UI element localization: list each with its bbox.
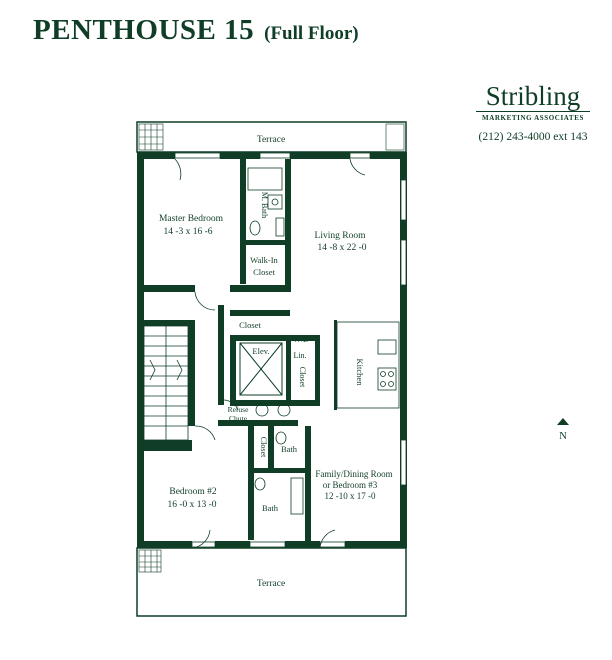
title-subtitle: (Full Floor) <box>264 23 359 44</box>
terrace-grid-top-right <box>385 123 405 151</box>
north-arrow-icon <box>557 418 569 425</box>
bedroom-2-label: Bedroom #2 <box>169 487 216 497</box>
terrace-top-outline <box>136 121 407 153</box>
bath-upper-label: Bath <box>281 444 298 454</box>
closet-upper-label: Closet <box>239 320 261 330</box>
walk-in-closet-label-2: Closet <box>253 267 275 277</box>
page-title: PENTHOUSE 15 (Full Floor) <box>33 14 359 47</box>
stairs <box>143 325 189 441</box>
title-main: PENTHOUSE 15 <box>33 14 255 46</box>
family-room-label-1: Family/Dining Room <box>315 469 392 479</box>
refuse-label-2: Chute <box>229 414 248 423</box>
outer-walls <box>137 152 407 548</box>
windows <box>174 152 407 548</box>
master-bath-label: M. Bath <box>260 192 269 218</box>
living-room-label: Living Room <box>315 231 367 241</box>
master-bedroom-dims: 14 -3 x 16 -6 <box>163 227 212 237</box>
elevator-label: Elev. <box>252 346 269 356</box>
terrace-grid-top <box>138 123 164 151</box>
terrace-bottom-label: Terrace <box>257 579 285 589</box>
interior-walls <box>137 159 337 541</box>
door-swings <box>174 158 366 549</box>
brand-phone: (212) 243-4000 ext 143 <box>478 131 588 143</box>
family-room-label-2: or Bedroom #3 <box>323 480 378 490</box>
kitchen-counters <box>336 321 400 409</box>
refuse-label-1: Refuse <box>228 405 249 414</box>
linen-label: Lin. <box>293 351 306 360</box>
brand-block: Stribling MARKETING ASSOCIATES (212) 243… <box>474 82 592 143</box>
terrace-grid-bottom <box>138 549 162 573</box>
kitchen-label: Kitchen <box>355 359 365 387</box>
walk-in-closet-label-1: Walk-In <box>250 255 278 265</box>
closet-side-label: Closet <box>298 367 307 388</box>
brand-name: Stribling <box>485 81 581 111</box>
bath-fixtures <box>247 167 304 515</box>
bath-lower-label: Bath <box>262 503 279 513</box>
brand-tagline: MARKETING ASSOCIATES <box>482 114 584 122</box>
elevator <box>239 342 283 396</box>
master-bedroom-label: Master Bedroom <box>159 214 224 224</box>
terrace-bottom-outline <box>136 547 407 617</box>
compass-label: N <box>559 431 567 442</box>
living-room-dims: 14 -8 x 22 -0 <box>317 243 366 253</box>
closet-lower-label: Closet <box>259 437 268 458</box>
wd-label: W/D <box>293 335 309 344</box>
bedroom-2-dims: 16 -0 x 13 -0 <box>167 500 216 510</box>
terrace-top-label: Terrace <box>257 135 285 145</box>
brand-rule <box>476 111 590 112</box>
compass: N <box>557 418 569 442</box>
family-room-dims: 12 -10 x 17 -0 <box>325 491 376 501</box>
